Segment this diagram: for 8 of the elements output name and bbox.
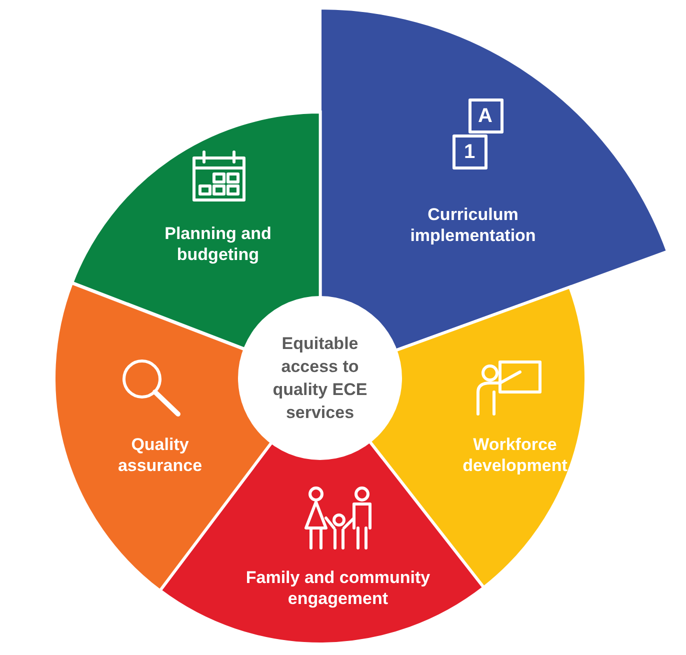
segment-title: Workforce development [462, 434, 568, 476]
hub-text: Equitable access to quality ECE services [272, 333, 368, 424]
block-character: A [478, 106, 492, 126]
segment-title: Quality assurance [116, 434, 204, 476]
block-character: 1 [464, 142, 476, 162]
segment-title: Family and community engagement [244, 567, 432, 609]
segment-title: Curriculum implementation [409, 204, 537, 246]
segment-title: Planning and budgeting [164, 223, 272, 265]
